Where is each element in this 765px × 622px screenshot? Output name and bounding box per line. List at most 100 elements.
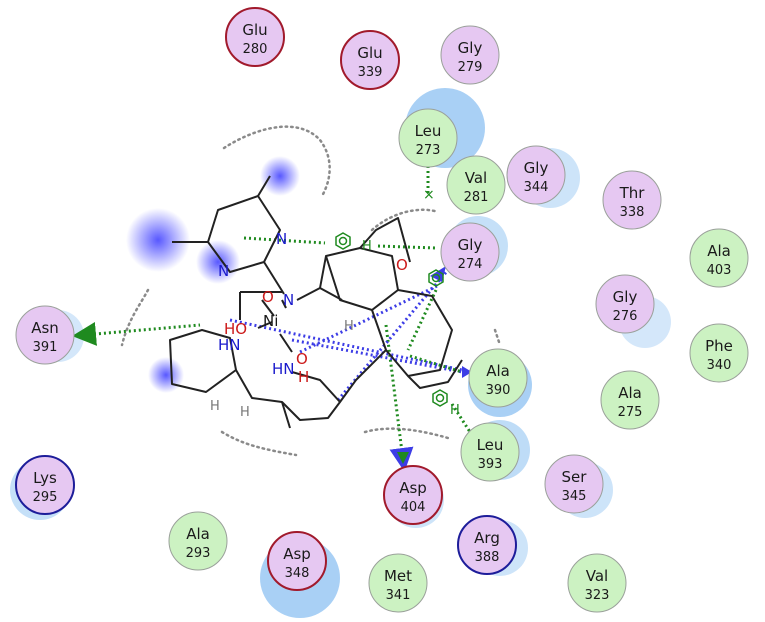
residue-name: Met xyxy=(384,567,412,585)
hbond-line xyxy=(243,236,326,245)
residue-disc xyxy=(446,155,506,215)
residue-disc xyxy=(460,422,520,482)
residue-exposure-halos xyxy=(10,88,671,618)
atom-o: O xyxy=(396,256,408,274)
hbond-line xyxy=(450,403,472,433)
residue-disc xyxy=(600,370,660,430)
atom-ni: Ni xyxy=(263,312,278,330)
residue-met341: Met 341 xyxy=(368,553,428,613)
residue-disc xyxy=(457,515,517,575)
residue-name: Leu xyxy=(477,436,504,454)
residue-number: 403 xyxy=(707,263,732,278)
ligand-exposure-blobs xyxy=(126,156,300,393)
pi-line xyxy=(299,284,438,354)
atom-hn: HN xyxy=(272,360,295,378)
residue-name: Thr xyxy=(619,184,646,202)
residue-ala403: Ala 403 xyxy=(689,228,749,288)
residue-name: Ala xyxy=(618,384,642,402)
residue-name: Glu xyxy=(242,21,267,39)
residue-number: 273 xyxy=(416,143,441,158)
residue-name: Gly xyxy=(458,39,483,57)
arrowhead xyxy=(430,266,446,282)
residue-leu273: Leu 273 xyxy=(398,108,458,168)
interactions xyxy=(72,166,499,472)
residue-disc xyxy=(398,108,458,168)
residue-number: 345 xyxy=(562,489,587,504)
atom-n: N xyxy=(218,262,229,280)
residue-name: Gly xyxy=(524,159,549,177)
residue-disc xyxy=(15,455,75,515)
residue-disc xyxy=(506,145,566,205)
residue-leu393: Leu 393 xyxy=(460,422,520,482)
residue-disc xyxy=(689,323,749,383)
residue-disc xyxy=(15,305,75,365)
residue-disc xyxy=(468,348,528,408)
residue-name: Asp xyxy=(399,479,427,497)
benzene-icon xyxy=(428,269,444,287)
residue-disc xyxy=(544,454,604,514)
residue-name: Arg xyxy=(474,529,500,547)
residue-disc xyxy=(340,30,400,90)
residue-number: 281 xyxy=(464,190,489,205)
residue-number: 323 xyxy=(585,588,610,603)
exposure-blob xyxy=(148,357,184,393)
residue-name: Glu xyxy=(357,44,382,62)
residue-disc xyxy=(225,7,285,67)
atom-h: H xyxy=(450,403,460,418)
residue-name: Val xyxy=(465,169,487,187)
atom-hn: HN xyxy=(218,336,241,354)
residue-asp404: Asp 404 xyxy=(383,465,443,525)
residue-number: 340 xyxy=(707,358,732,373)
residue-number: 341 xyxy=(386,588,411,603)
residue-number: 293 xyxy=(186,546,211,561)
residue-number: 275 xyxy=(618,405,643,420)
arrowhead xyxy=(397,452,409,464)
hbond-line xyxy=(406,289,438,351)
cross-marker: × xyxy=(423,187,435,203)
residue-disc xyxy=(440,25,500,85)
residue-name: Lys xyxy=(33,469,57,487)
residue-number: 404 xyxy=(401,500,426,515)
atom-n: N xyxy=(276,230,287,248)
residue-number: 339 xyxy=(358,65,383,80)
exposure-blob xyxy=(260,156,300,196)
residue-number: 344 xyxy=(524,180,549,195)
residue-val281: Val 281 xyxy=(446,155,506,215)
residue-number: 391 xyxy=(33,340,58,355)
residue-disc xyxy=(368,553,428,613)
residue-ala293: Ala 293 xyxy=(168,511,228,571)
residue-name: Ala xyxy=(486,362,510,380)
ligand-atoms: N N N O O HO O H Ni HN HN H H H H H xyxy=(210,230,460,420)
atom-h: H xyxy=(298,368,309,386)
atom-n: N xyxy=(283,291,294,309)
benzene-icon xyxy=(432,389,448,407)
residue-name: Asp xyxy=(283,545,311,563)
arrowhead xyxy=(462,366,472,378)
residue-disc xyxy=(168,511,228,571)
pi-markers xyxy=(335,232,448,407)
residue-name: Ala xyxy=(707,242,731,260)
atom-ho: HO xyxy=(224,320,247,338)
residue-disc xyxy=(602,170,662,230)
atom-h: H xyxy=(240,405,250,420)
residue-disc xyxy=(567,553,627,613)
residue-name: Ala xyxy=(186,525,210,543)
residue-number: 393 xyxy=(478,457,503,472)
residue-number: 274 xyxy=(458,257,483,272)
hbond-line xyxy=(72,322,201,346)
atom-o: O xyxy=(296,350,308,368)
residue-disc xyxy=(267,531,327,591)
benzene-icon xyxy=(335,232,351,250)
residue-name: Leu xyxy=(415,122,442,140)
atom-h: H xyxy=(362,239,372,254)
residue-number: 276 xyxy=(613,309,638,324)
